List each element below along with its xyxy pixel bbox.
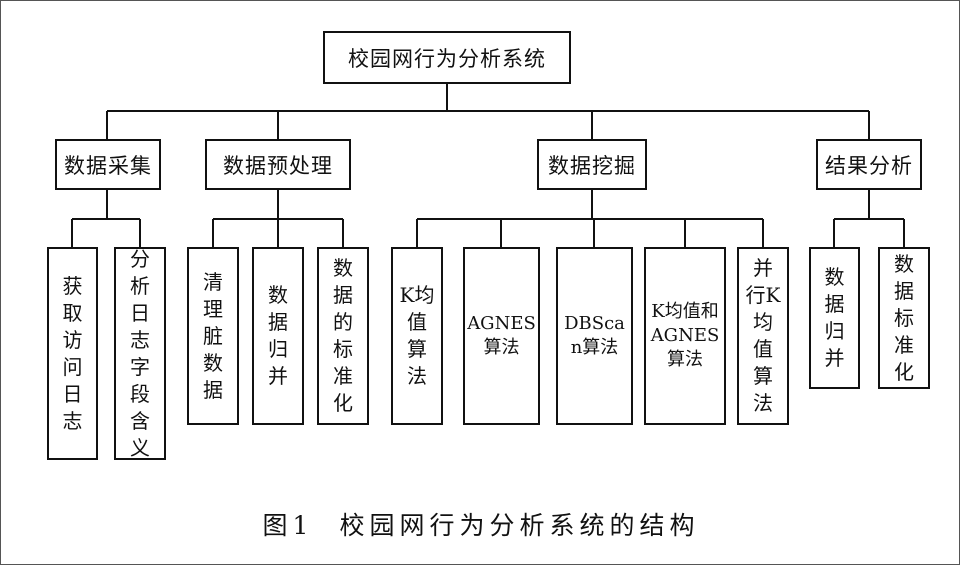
category-data-mining: 数据挖掘	[537, 139, 647, 190]
leaf-data-standardization: 数据的标准化	[317, 247, 369, 425]
category-data-preprocessing: 数据预处理	[205, 139, 351, 190]
leaf-result-data-merge: 数据归并	[809, 247, 860, 389]
figure-caption: 图1 校园网行为分析系统的结构	[1, 506, 960, 542]
leaf-result-data-standardization: 数据标准化	[878, 247, 930, 389]
category-data-collection: 数据采集	[55, 139, 161, 190]
leaf-agnes-algorithm: AGNES算法	[463, 247, 540, 425]
leaf-clean-dirty-data: 清理脏数据	[187, 247, 239, 425]
figure-number: 图1	[262, 511, 314, 540]
leaf-data-merge: 数据归并	[252, 247, 304, 425]
leaf-dbscan-algorithm: DBScan算法	[556, 247, 633, 425]
leaf-analyze-log-fields: 分析日志字段含义	[114, 247, 166, 460]
leaf-kmeans-agnes-algorithm: K均值和AGNES算法	[644, 247, 726, 425]
figure-title: 校园网行为分析系统的结构	[339, 511, 700, 540]
leaf-parallel-kmeans-algorithm: 并行K均值算法	[737, 247, 789, 425]
leaf-kmeans-algorithm: K均值算法	[391, 247, 443, 425]
root-node: 校园网行为分析系统	[323, 31, 571, 84]
category-result-analysis: 结果分析	[816, 139, 922, 190]
leaf-get-access-log: 获取访问日志	[47, 247, 98, 460]
